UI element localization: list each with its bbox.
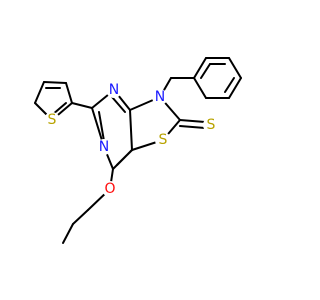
thiazole-nitrogen-atom: N	[152, 89, 168, 105]
atom-label: N	[99, 139, 109, 155]
thiophene-sulfur-atom: S	[44, 112, 60, 128]
bond	[129, 109, 133, 151]
bond	[200, 63, 211, 79]
bond	[179, 125, 206, 129]
bond	[224, 77, 235, 93]
atom-label: O	[104, 181, 115, 197]
bond	[62, 223, 74, 244]
bond	[98, 111, 105, 142]
bond	[43, 81, 67, 84]
bond	[193, 77, 207, 99]
bond	[179, 119, 206, 123]
bond	[65, 82, 73, 104]
bond	[71, 102, 93, 109]
pyrimidine-nitrogen-top-atom: N	[106, 82, 122, 98]
molecule-diagram: S N N N S S O	[34, 57, 242, 244]
atom-label: S	[159, 132, 168, 148]
pyrimidine-nitrogen-bottom-atom: N	[96, 139, 112, 155]
atom-label: N	[109, 82, 119, 98]
thiazole-sulfur-atom: S	[155, 132, 171, 148]
thione-sulfur-atom: S	[203, 117, 219, 133]
atom-label: S	[207, 117, 216, 133]
ether-oxygen-atom: O	[102, 181, 118, 197]
bond	[72, 209, 89, 225]
bond	[228, 57, 242, 79]
bond	[228, 77, 242, 99]
atom-label: S	[48, 112, 57, 128]
atom-label: N	[155, 89, 165, 105]
bond	[116, 149, 133, 166]
bond	[34, 81, 45, 104]
bond	[111, 96, 126, 113]
bond	[193, 57, 207, 79]
atom-label-layer: S N N N S S O	[44, 82, 219, 197]
bond-layer	[34, 57, 242, 244]
